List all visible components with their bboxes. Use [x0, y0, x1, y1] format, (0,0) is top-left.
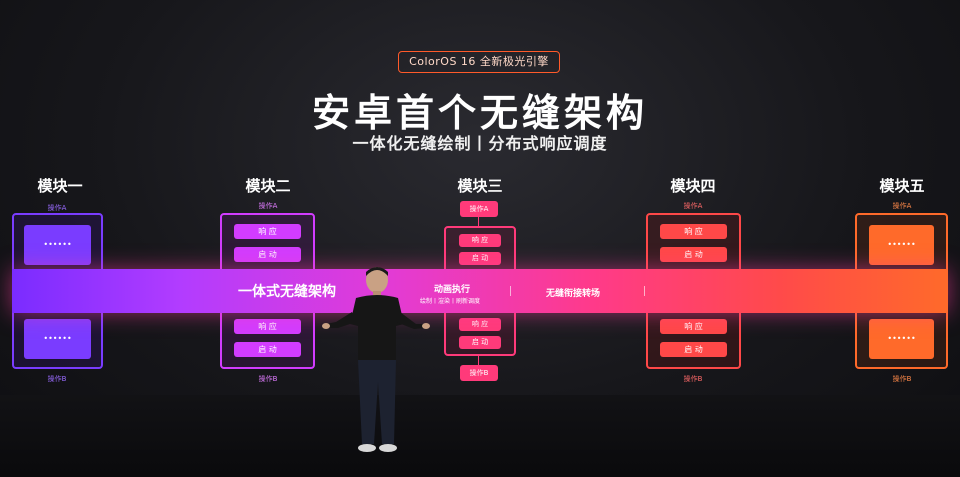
- module-2-op-b: 操作B: [258, 375, 278, 383]
- engine-badge: ColorOS 16 全新极光引擎: [398, 51, 560, 73]
- module-3-op-a: 操作A: [460, 201, 498, 217]
- module-2-bottom-respond-pill: 响 应: [234, 319, 301, 334]
- module-3-bottom-start-pill: 启 动: [459, 336, 501, 349]
- module-5-title: 模块五: [879, 177, 925, 195]
- module-5-op-a: 操作A: [892, 202, 912, 210]
- module-1-title: 模块一: [37, 177, 83, 195]
- module-4-title: 模块四: [670, 177, 716, 195]
- module-1-top-screen: ••••••: [24, 225, 91, 265]
- stage-floor: [0, 395, 960, 477]
- presenter-figure: [322, 267, 430, 452]
- module-5-op-b: 操作B: [892, 375, 912, 383]
- module-2-top-start-pill: 启 动: [234, 247, 301, 262]
- module-2-bottom-start-pill: 启 动: [234, 342, 301, 357]
- main-title: 安卓首个无缝架构: [311, 91, 648, 135]
- band-label-anim-sub: 绘制丨渲染丨刷新调度: [420, 298, 481, 305]
- module-4-op-b: 操作B: [683, 375, 703, 383]
- band-separator-2: [644, 286, 645, 296]
- module-5-bottom-screen: ••••••: [869, 319, 934, 359]
- module-2-op-a: 操作A: [258, 202, 278, 210]
- module-3-op-b: 操作B: [460, 365, 498, 381]
- module-2-title: 模块二: [245, 177, 291, 195]
- module-3-bottom-respond-pill: 响 应: [459, 318, 501, 331]
- module-3-title: 模块三: [457, 177, 503, 195]
- module-4-bottom-respond-pill: 响 应: [660, 319, 727, 334]
- module-5-top-screen: ••••••: [869, 225, 934, 265]
- band-label-transition: 无缝衔接转场: [546, 289, 601, 299]
- module-4-top-start-pill: 启 动: [660, 247, 727, 262]
- module-3-top-respond-pill: 响 应: [459, 234, 501, 247]
- module-1-op-a: 操作A: [47, 204, 67, 212]
- module-4-bottom-start-pill: 启 动: [660, 342, 727, 357]
- band-label-main: 一体式无缝架构: [238, 284, 336, 300]
- module-3-connector-bottom: [478, 356, 479, 365]
- module-3-top-start-pill: 启 动: [459, 252, 501, 265]
- module-1-op-b: 操作B: [47, 375, 67, 383]
- subtitle: 一体化无缝绘制丨分布式响应调度: [352, 134, 608, 153]
- module-3-connector-top: [478, 217, 479, 226]
- seamless-architecture-band: [12, 269, 948, 313]
- module-4-op-a: 操作A: [683, 202, 703, 210]
- module-2-top-respond-pill: 响 应: [234, 224, 301, 239]
- module-1-bottom-screen: ••••••: [24, 319, 91, 359]
- band-label-anim: 动画执行: [434, 285, 471, 295]
- band-separator-1: [510, 286, 511, 296]
- module-4-top-respond-pill: 响 应: [660, 224, 727, 239]
